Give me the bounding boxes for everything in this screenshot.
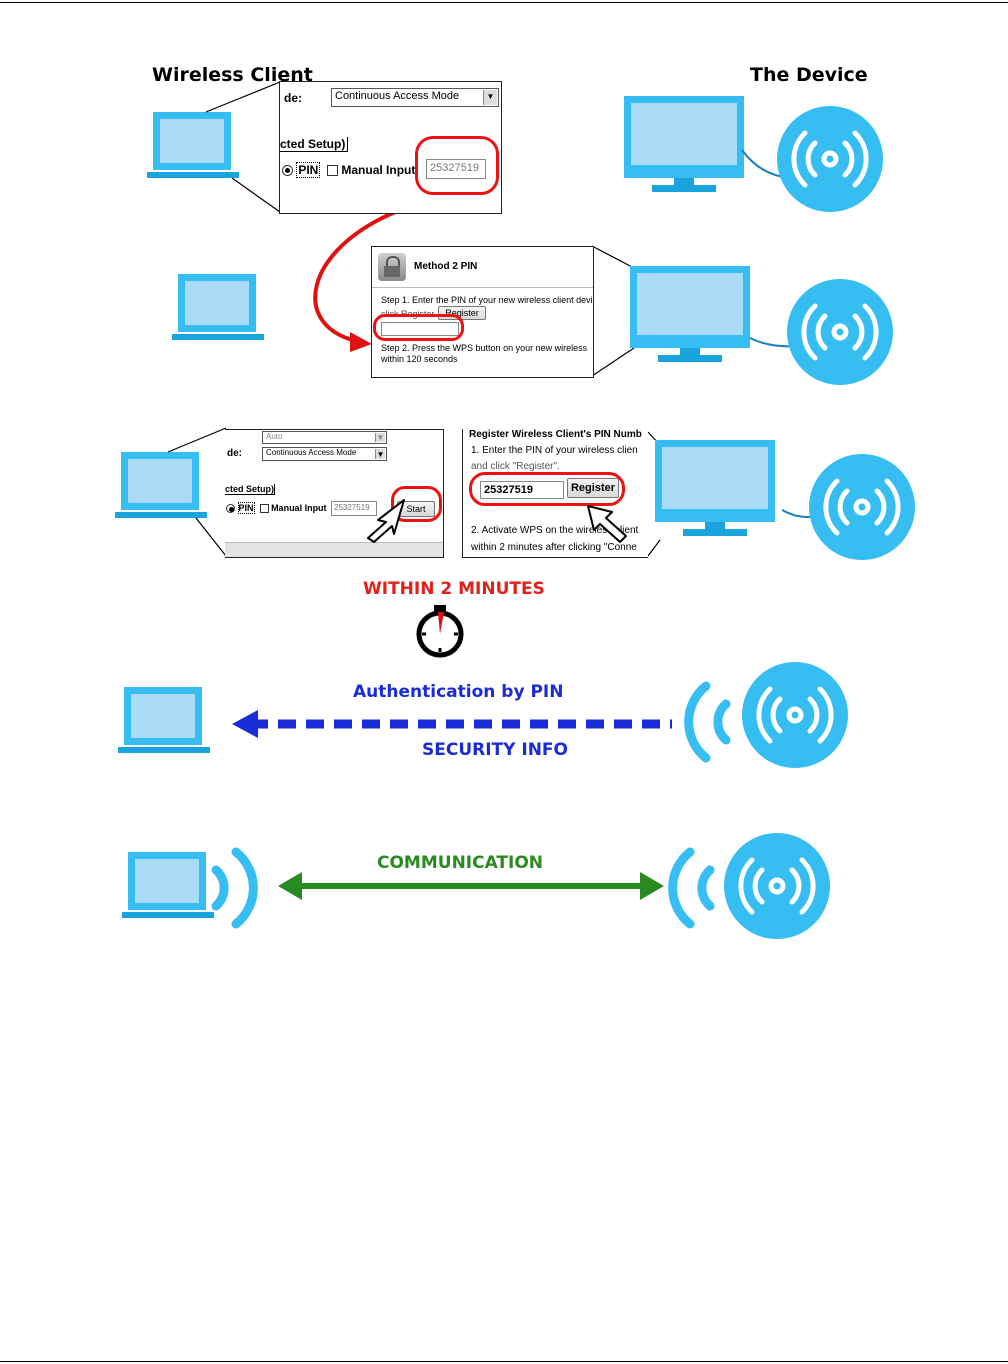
divider [372, 287, 593, 288]
auto-select-value: Auto [266, 432, 283, 441]
security-info-label: SECURITY INFO [422, 740, 568, 760]
wireless-signal-icon [724, 833, 830, 939]
client-pin-input[interactable]: 25327519 [480, 481, 564, 499]
wireless-signal-icon [809, 454, 915, 560]
manual-input-label: Manual Input [271, 503, 327, 513]
monitor-icon [624, 96, 744, 192]
client-wps-panel-2: Auto ▼ de: Continuous Access Mode ▼ cted… [225, 429, 444, 558]
cursor-arrow-icon [587, 505, 627, 543]
chevron-down-icon: ▼ [375, 433, 385, 442]
step2-text-2: within 2 minutes after clicking "Conne [471, 542, 637, 553]
laptop-icon [115, 452, 207, 518]
pin-highlight [415, 136, 499, 195]
communication-label: COMMUNICATION [377, 853, 544, 873]
mode-select[interactable]: Continuous Access Mode ▼ [331, 88, 499, 107]
start-highlight [391, 486, 442, 522]
pin-radio-label: PIN [237, 502, 255, 514]
page-bottom-rule [0, 1361, 1008, 1362]
pin-radio[interactable] [282, 165, 293, 177]
monitor-icon [655, 440, 775, 536]
pin-input[interactable]: 25327519 [426, 159, 486, 179]
wireless-signal-icon [689, 686, 726, 758]
register-highlight [469, 472, 625, 506]
wireless-client-label: Wireless Client [152, 64, 313, 86]
laptop-icon [122, 852, 214, 918]
authentication-by-pin-label: Authentication by PIN [353, 682, 564, 702]
mode-label: de: [227, 448, 242, 459]
laptop-icon [147, 112, 239, 178]
lock-icon [378, 253, 406, 281]
device-method2-pin-panel: Method 2 PIN Step 1. Enter the PIN of yo… [371, 246, 594, 378]
step1-text: Step 1. Enter the PIN of your new wirele… [381, 295, 593, 305]
mode-select-value: Continuous Access Mode [266, 448, 357, 457]
wireless-signal-icon [216, 852, 253, 924]
setup-group-label: cted Setup) [225, 484, 276, 495]
mode-label: de: [284, 91, 302, 105]
step2-text: 2. Activate WPS on the wireless client [471, 525, 639, 536]
auto-select[interactable]: Auto ▼ [262, 431, 387, 444]
wireless-signal-icon [787, 279, 893, 385]
cursor-arrow-icon [367, 499, 405, 543]
pin-input[interactable]: 25327519 [331, 501, 377, 516]
mode-select-value: Continuous Access Mode [335, 90, 460, 102]
manual-input-checkbox[interactable] [327, 165, 339, 177]
manual-input-label: Manual Input [341, 163, 416, 177]
setup-group-label: cted Setup) [280, 137, 349, 152]
monitor-icon [630, 266, 750, 362]
pin-field-highlight [373, 314, 464, 341]
stopwatch-icon [416, 605, 464, 658]
method2-title: Method 2 PIN [414, 261, 478, 272]
step2-text-2: within 120 seconds [381, 354, 458, 364]
client-wps-panel-1: de: Continuous Access Mode ▼ cted Setup)… [279, 81, 502, 214]
pin-option-row: PIN Manual Input [282, 162, 416, 178]
wireless-signal-icon [777, 106, 883, 212]
manual-input-checkbox[interactable] [259, 504, 269, 514]
chevron-down-icon: ▼ [375, 449, 385, 459]
pin-radio[interactable] [226, 504, 235, 514]
pin-option-row: PIN Manual Input [226, 502, 327, 514]
within-2-minutes-label: WITHIN 2 MINUTES [363, 579, 545, 599]
status-bar [225, 542, 443, 557]
step1-text: 1. Enter the PIN of your wireless clien [471, 445, 638, 456]
laptop-icon [172, 274, 264, 340]
mode-select[interactable]: Continuous Access Mode ▼ [262, 447, 387, 461]
the-device-label: The Device [750, 64, 868, 86]
step2-text: Step 2. Press the WPS button on your new… [381, 343, 588, 353]
register-button[interactable]: Register [567, 478, 619, 498]
laptop-icon [118, 687, 210, 753]
wireless-signal-icon [673, 852, 710, 924]
pin-radio-label: PIN [296, 162, 321, 178]
step1-text-2: and click "Register". [471, 461, 560, 472]
register-title: Register Wireless Client's PIN Numb [469, 429, 642, 440]
chevron-down-icon: ▼ [483, 90, 497, 105]
page-top-rule [0, 2, 1008, 3]
wireless-signal-icon [742, 662, 848, 768]
